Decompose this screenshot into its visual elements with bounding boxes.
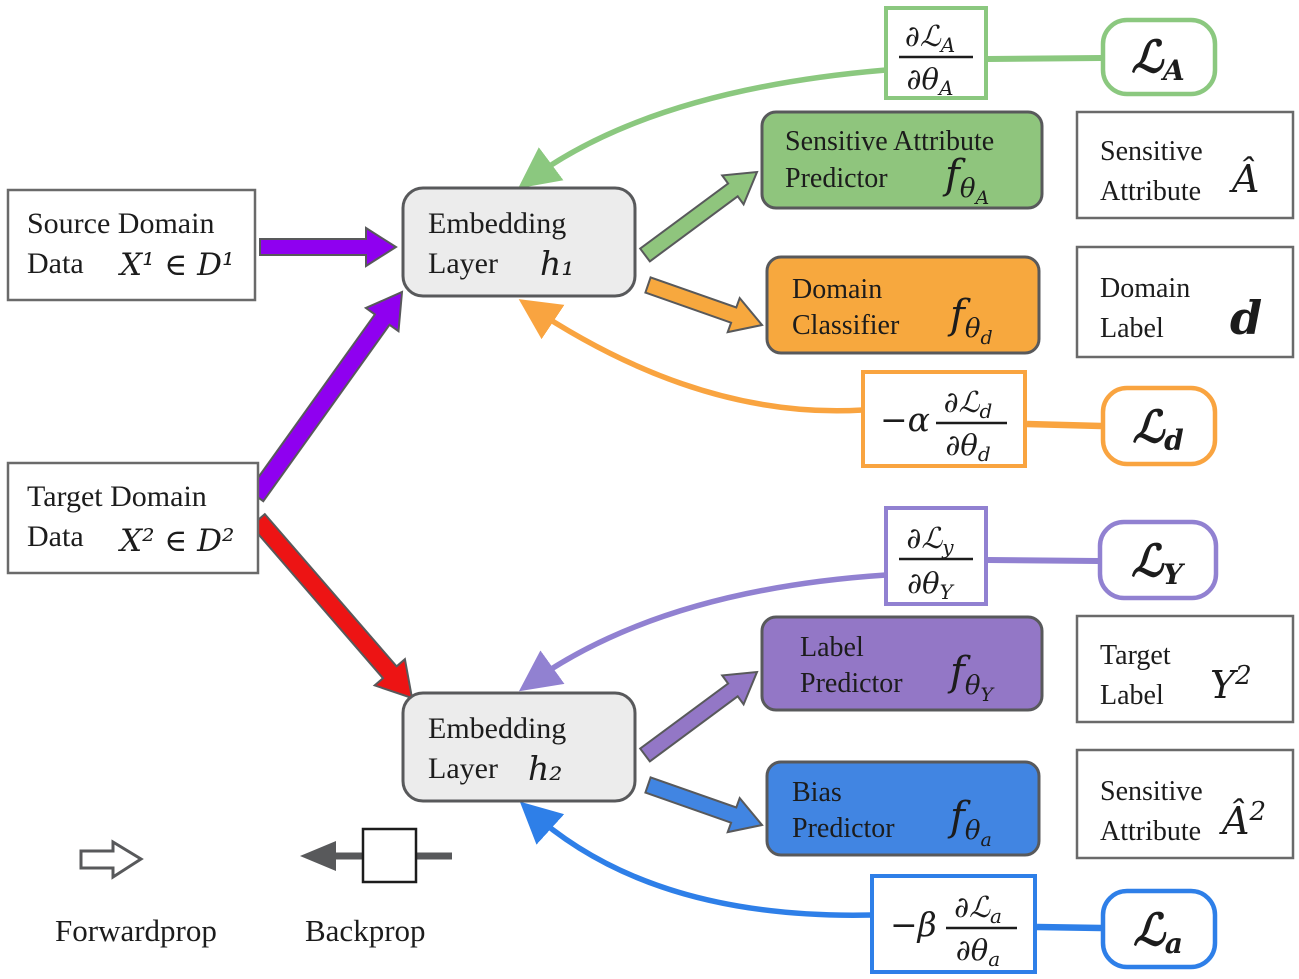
embed1-line2: Layer xyxy=(428,247,498,280)
sens-attr2-line2: Attribute xyxy=(1100,816,1201,847)
connector-orange xyxy=(1026,420,1102,430)
backprop-curve-green xyxy=(518,67,887,189)
node-sensitive-attribute-predictor: Sensitive Attribute Predictor fθA xyxy=(760,110,1044,210)
gradA-den: ∂θA xyxy=(907,62,954,100)
target-line1: Target Domain xyxy=(27,480,207,513)
grada-prefix: −β xyxy=(890,905,937,944)
node-sensitive-attribute2-output: Sensitive Attribute Â2 xyxy=(1075,748,1295,860)
forwardprop-icon xyxy=(79,839,144,880)
node-target-label-output: Target Label Y2 xyxy=(1075,614,1295,724)
sap-math: fθA xyxy=(942,152,989,209)
node-domain-classifier: Domain Classifier fθd xyxy=(765,255,1041,355)
connector-purple xyxy=(987,557,1099,564)
domain-label-math: d xyxy=(1230,291,1262,345)
gradient-box-y: ∂ℒy ∂θY xyxy=(884,506,988,606)
backprop-label: Backprop xyxy=(305,913,426,948)
embed1-math: h₁ xyxy=(540,244,574,283)
backprop-curve-purple xyxy=(518,572,887,692)
legend-forwardprop: Forwardprop xyxy=(55,839,217,948)
source-line1: Source Domain xyxy=(27,207,214,240)
backprop-icon xyxy=(300,841,336,871)
grada-num: ∂ℒa xyxy=(954,890,1002,928)
loss-LY: ℒY xyxy=(1097,519,1219,601)
sap-line1: Sensitive Attribute xyxy=(785,126,994,157)
lp-math: fθY xyxy=(947,649,995,706)
domain-label-line2: Label xyxy=(1100,313,1164,344)
forward-arrow-target-to-embed1 xyxy=(247,290,404,503)
embed2-line1: Embedding xyxy=(428,712,566,745)
loss-La-math: ℒa xyxy=(1133,905,1183,960)
target-label-line2: Label xyxy=(1100,680,1164,711)
loss-LA: ℒA xyxy=(1100,17,1218,97)
connector-blue xyxy=(1036,923,1102,932)
gradA-num: ∂ℒA xyxy=(905,19,955,57)
loss-Ld-math: ℒd xyxy=(1132,402,1183,457)
source-line2: Data xyxy=(27,247,84,280)
node-embedding-layer-2: Embedding Layer h₂ xyxy=(401,691,637,803)
embed2-math: h₂ xyxy=(528,749,562,788)
forward-arrow-embed1-to-dc xyxy=(644,276,764,334)
gradient-box-d: −α ∂ℒd ∂θd xyxy=(861,370,1027,468)
forward-arrow-embed1-to-sap xyxy=(638,170,759,263)
sens-attr-line2: Attribute xyxy=(1100,176,1201,207)
target-label-math: Y2 xyxy=(1210,661,1252,707)
bp-line1: Bias xyxy=(792,777,842,808)
grada-den: ∂θa xyxy=(956,933,1000,971)
sap-line2: Predictor xyxy=(785,163,888,194)
legend-backprop: Backprop xyxy=(300,827,452,948)
node-label-predictor: Label Predictor fθY xyxy=(760,615,1044,712)
node-domain-label-output: Domain Label d xyxy=(1075,245,1295,359)
backprop-curve-blue xyxy=(519,801,873,918)
gradd-den: ∂θd xyxy=(945,428,990,466)
gradient-box-A: ∂ℒA ∂θA xyxy=(884,6,988,100)
target-label-line1: Target xyxy=(1100,640,1171,671)
target-math: X² ∈ D² xyxy=(118,523,234,559)
lp-line2: Predictor xyxy=(800,668,903,699)
forward-arrow-embed2-to-lp xyxy=(638,670,759,763)
sens-attr-math: Â xyxy=(1229,157,1259,201)
loss-La: ℒa xyxy=(1100,888,1218,970)
embed2-line2: Layer xyxy=(428,752,498,785)
node-sensitive-attribute-output: Sensitive Attribute Â xyxy=(1075,110,1295,220)
node-target-domain-data: Target Domain Data X² ∈ D² xyxy=(6,461,260,575)
forward-arrow-source-to-embed1 xyxy=(259,226,398,268)
connector-green xyxy=(987,55,1102,62)
loss-LY-math: ℒY xyxy=(1131,536,1186,591)
grady-num: ∂ℒy xyxy=(906,521,954,559)
loss-LA-math: ℒA xyxy=(1131,32,1184,87)
dc-line2: Classifier xyxy=(792,310,900,341)
backprop-curve-orange xyxy=(518,299,864,414)
sens-attr-line1: Sensitive xyxy=(1100,136,1203,167)
gradd-num: ∂ℒd xyxy=(944,385,993,423)
forwardprop-label: Forwardprop xyxy=(55,913,217,948)
lp-line1: Label xyxy=(800,632,864,663)
grady-den: ∂θY xyxy=(907,566,954,604)
forward-arrow-target-to-embed2 xyxy=(249,512,414,700)
sens-attr2-line1: Sensitive xyxy=(1100,776,1203,807)
dc-line1: Domain xyxy=(792,274,882,305)
node-bias-predictor: Bias Predictor fθa xyxy=(765,760,1041,857)
target-line2: Data xyxy=(27,520,84,553)
source-math: X¹ ∈ D¹ xyxy=(118,247,234,283)
gradd-prefix: −α xyxy=(880,400,930,439)
loss-Ld: ℒd xyxy=(1100,385,1218,467)
embed1-line1: Embedding xyxy=(428,207,566,240)
bp-line2: Predictor xyxy=(792,813,895,844)
domain-label-line1: Domain xyxy=(1100,273,1190,304)
forward-arrow-embed2-to-bp xyxy=(644,776,764,834)
node-source-domain-data: Source Domain Data X¹ ∈ D¹ xyxy=(6,188,257,302)
node-embedding-layer-1: Embedding Layer h₁ xyxy=(401,186,637,298)
gradient-box-a: −β ∂ℒa ∂θa xyxy=(870,874,1037,974)
sens-attr2-math: Â2 xyxy=(1219,797,1266,843)
